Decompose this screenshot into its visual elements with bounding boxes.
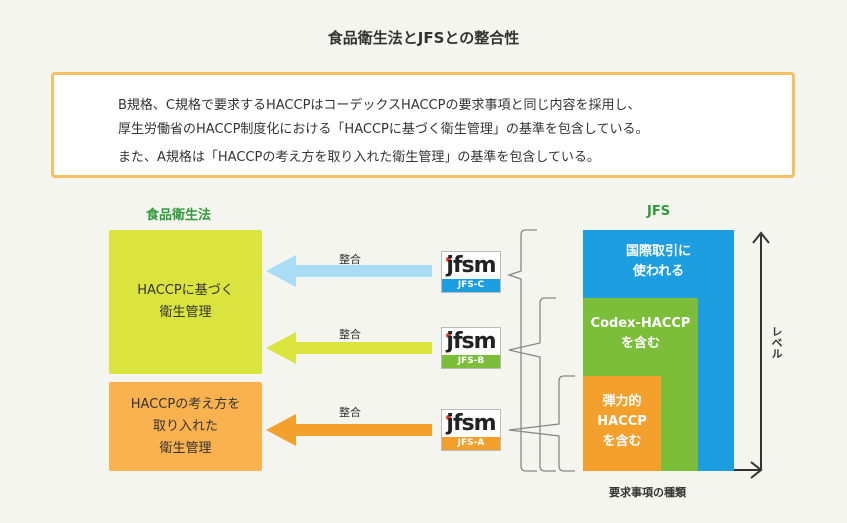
arrow-label-c: 整合 [339, 253, 361, 266]
jfsm-logo-dot [446, 333, 451, 338]
note-line-3: また、A規格は「HACCPの考え方を取り入れた衛生管理」の基準を包含している。 [118, 150, 600, 165]
note-box [51, 72, 795, 178]
jfs-b-tag: JFS-B [442, 355, 500, 368]
jfsm-logo: jfsm [446, 253, 496, 278]
arrow-b [266, 332, 432, 364]
jfs-heading: JFS [647, 204, 671, 219]
brace-a [508, 375, 575, 472]
brace-c [506, 229, 537, 472]
jfs-c-tag: JFS-C [442, 279, 500, 292]
brace-b [508, 297, 556, 472]
jfs-a-badge: jfsm JFS-A [441, 409, 501, 451]
jfsm-logo-dot [446, 415, 451, 420]
jfs-c-badge: jfsm JFS-C [441, 251, 501, 293]
jfs-a-level-block: 弾力的 HACCP を含む [583, 376, 661, 471]
jfsm-logo-dot [446, 257, 451, 262]
food-sanitation-law-heading: 食品衛生法 [146, 208, 212, 223]
note-line-2: 厚生労働省のHACCP制度化における「HACCPに基づく衛生管理」の基準を包含し… [118, 122, 649, 137]
arrow-label-a: 整合 [339, 406, 361, 419]
level-axis-label: レベル [770, 326, 783, 359]
page-title: 食品衛生法とJFSとの整合性 [327, 29, 520, 47]
arrow-a [266, 414, 432, 446]
jfsm-logo: jfsm [446, 329, 496, 354]
haccp-based-hygiene-box: HACCPに基づく 衛生管理 [109, 230, 262, 374]
jfs-b-badge: jfsm JFS-B [441, 327, 501, 369]
jfsm-logo: jfsm [446, 411, 496, 436]
level-axis [752, 231, 770, 470]
arrow-c [266, 255, 432, 287]
requirement-axis-label: 要求事項の種類 [609, 486, 686, 499]
haccp-concept-hygiene-box: HACCPの考え方を 取り入れた 衛生管理 [109, 382, 262, 471]
note-line-1: B規格、C規格で要求するHACCPはコーデックスHACCPの要求事項と同じ内容を… [118, 98, 641, 113]
arrow-label-b: 整合 [339, 328, 361, 341]
jfs-a-tag: JFS-A [442, 437, 500, 450]
